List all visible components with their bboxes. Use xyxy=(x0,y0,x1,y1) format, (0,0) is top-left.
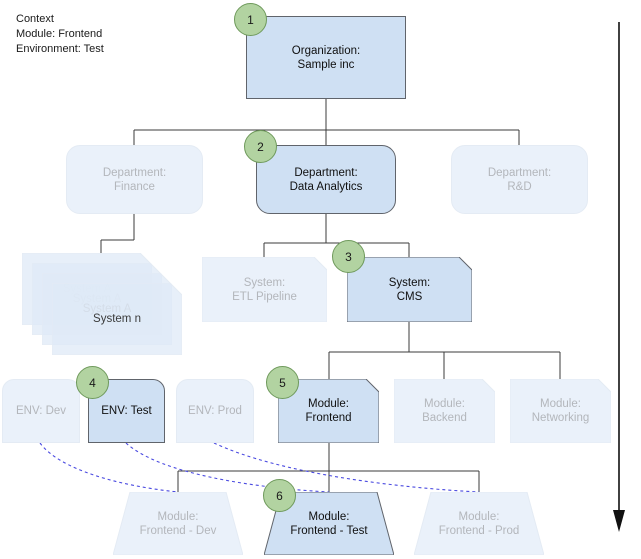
node-organization-label: Organization: Sample inc xyxy=(291,44,361,71)
node-system-etl-label: System: ETL Pipeline xyxy=(232,276,297,303)
node-module-backend[interactable]: Module: Backend xyxy=(394,379,495,443)
badge-6: 6 xyxy=(263,479,296,512)
node-module-frontend-test-label: Module: Frontend - Test xyxy=(290,510,368,537)
node-module-frontend-label: Module: Frontend xyxy=(305,398,352,424)
node-module-frontend-prod-label: Module: Frontend - Prod xyxy=(438,510,520,537)
node-module-networking-label: Module: Networking xyxy=(531,398,590,424)
node-department-rd[interactable]: Department: R&D xyxy=(451,145,588,214)
flow-arrow xyxy=(613,22,625,532)
node-module-frontend-dev-label: Module: Frontend - Dev xyxy=(139,510,217,537)
stack-card-4-label: System n xyxy=(93,313,141,325)
context-text: Context Module: Frontend Environment: Te… xyxy=(16,13,104,55)
node-system-cms[interactable]: System: CMS xyxy=(347,257,472,322)
node-env-prod[interactable]: ENV: Prod xyxy=(176,379,254,443)
node-department-data-analytics-label: Department: Data Analytics xyxy=(289,166,363,193)
node-env-dev-label: ENV: Dev xyxy=(15,405,67,417)
node-module-frontend[interactable]: Module: Frontend xyxy=(278,379,379,443)
badge-4: 4 xyxy=(76,366,109,399)
node-module-frontend-shape xyxy=(278,379,379,443)
node-department-finance-label: Department: Finance xyxy=(102,166,167,193)
edge-finance-to-systems xyxy=(100,214,135,253)
edge-env-dev-to-frontend-dev xyxy=(39,442,179,493)
node-env-test-label: ENV: Test xyxy=(101,405,152,417)
node-module-frontend-test[interactable]: Module: Frontend - Test xyxy=(264,492,394,555)
badge-5: 5 xyxy=(266,366,299,399)
node-system-etl-shape xyxy=(202,257,327,322)
node-env-dev[interactable]: ENV: Dev xyxy=(2,379,80,443)
node-system-cms-shape xyxy=(347,257,472,322)
node-module-frontend-dev-shape xyxy=(113,492,243,555)
node-module-networking-shape xyxy=(510,379,611,443)
node-module-networking[interactable]: Module: Networking xyxy=(510,379,611,443)
stack-card-shape xyxy=(52,283,182,355)
node-env-prod-label: ENV: Prod xyxy=(188,405,242,417)
node-department-finance[interactable]: Department: Finance xyxy=(66,145,203,214)
edge-env-test-to-frontend-test xyxy=(125,442,330,493)
stack-card-4: System n xyxy=(52,283,182,355)
node-module-backend-label: Module: Backend xyxy=(422,398,467,424)
edge-cms-to-module-bus xyxy=(328,322,561,379)
node-module-frontend-prod-shape xyxy=(414,492,544,555)
edge-env-prod-to-frontend-prod xyxy=(213,442,480,493)
badge-2: 2 xyxy=(244,130,277,163)
edge-org-to-dept-bus xyxy=(133,99,520,145)
node-module-frontend-prod[interactable]: Module: Frontend - Prod xyxy=(414,492,544,555)
badge-3: 3 xyxy=(332,240,365,273)
flow-arrow-head xyxy=(613,510,625,532)
node-system-stack[interactable]: System A System A System A System n xyxy=(22,253,182,355)
node-module-frontend-test-shape xyxy=(264,492,394,555)
edge-module-to-bottom-bus xyxy=(177,443,480,492)
node-module-frontend-dev[interactable]: Module: Frontend - Dev xyxy=(113,492,243,555)
badge-1: 1 xyxy=(234,3,267,36)
node-department-data-analytics[interactable]: Department: Data Analytics xyxy=(256,145,396,214)
node-module-backend-shape xyxy=(394,379,495,443)
node-organization[interactable]: Organization: Sample inc xyxy=(246,16,406,99)
node-system-cms-label: System: CMS xyxy=(388,276,431,303)
node-department-rd-label: Department: R&D xyxy=(487,166,552,193)
node-system-etl[interactable]: System: ETL Pipeline xyxy=(202,257,327,322)
